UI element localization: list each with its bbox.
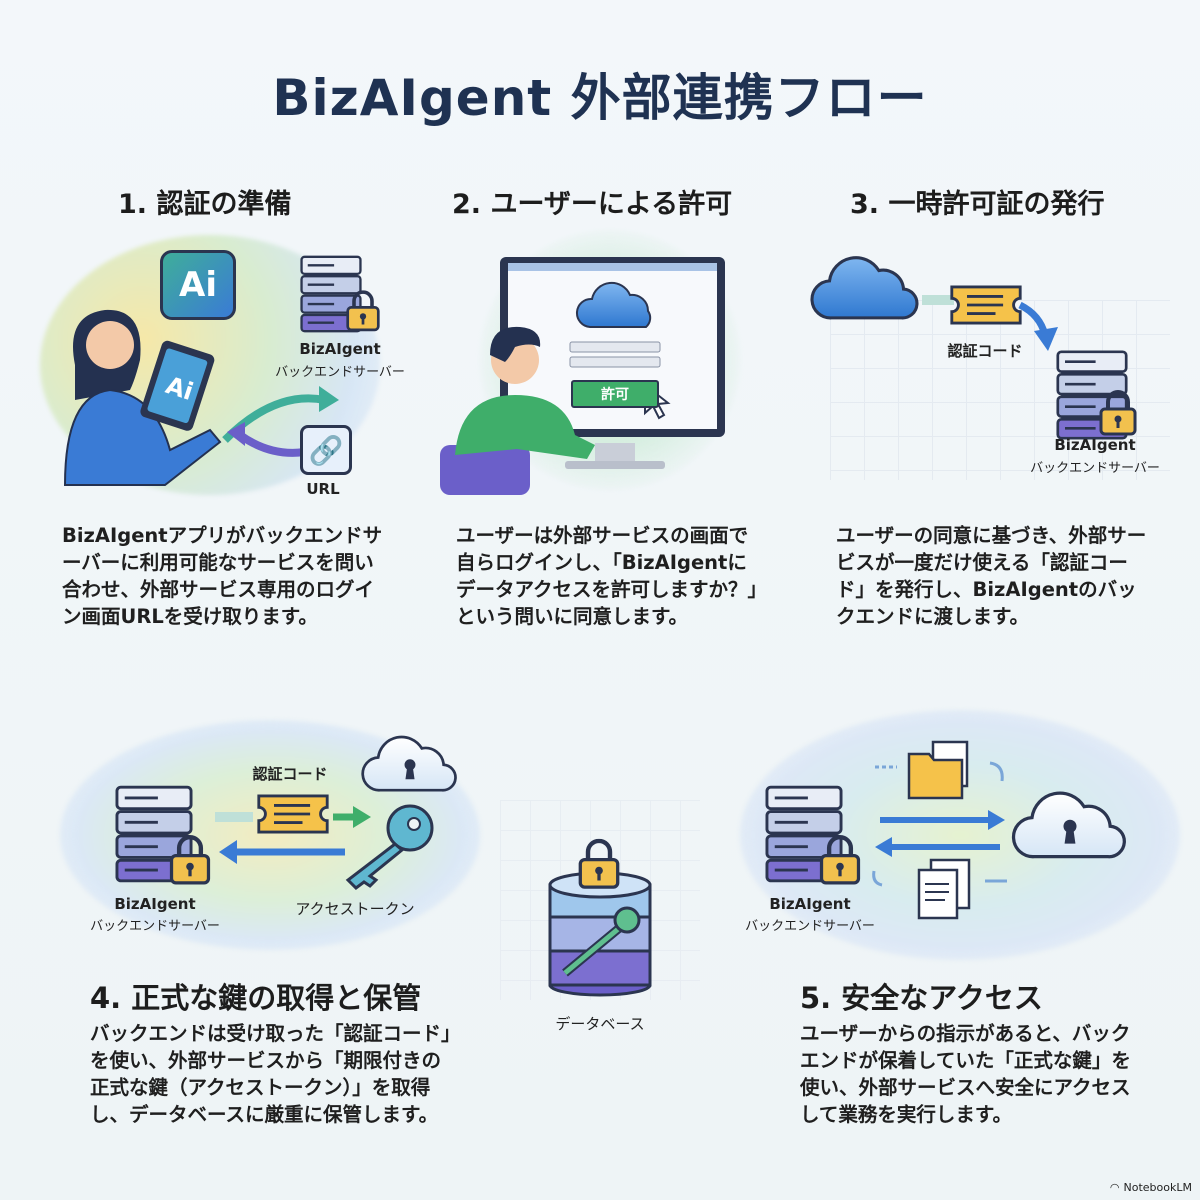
lock-icon [1098,390,1138,436]
server-name: BizAIgent [299,340,381,358]
watermark-text: NotebookLM [1123,1181,1192,1194]
server-subtitle: バックエンドサーバー [745,919,875,934]
cloud-lock-icon [360,730,460,794]
monitor-illustration [440,257,725,495]
lock-icon [577,838,621,890]
watermark: ◠ NotebookLM [1110,1181,1192,1194]
data-exchange-arrows [872,761,1007,887]
database-label: データベース [555,1015,645,1033]
app-icon: Ai [160,250,236,320]
lock-icon [168,835,212,885]
lock-icon [818,835,862,885]
exchange-arrows [215,806,371,864]
server-name: BizAIgent [769,895,851,913]
step-3-description: ユーザーの同意に基づき、外部サービスが一度だけ使える「認証コード」を発行し、Bi… [836,524,1147,628]
access-token-key-icon [345,804,434,890]
allow-button-label: 許可 [601,387,629,403]
auth-code-ticket-icon [948,283,1024,327]
step-5-heading: 5. 安全なアクセス [800,981,1043,1015]
arrow-icon [922,295,1058,351]
server-subtitle: バックエンドサーバー [1030,461,1160,476]
step-2-description: ユーザーは外部サービスの画面で自らログインし、「BizAIgentにデータアクセ… [456,524,758,628]
access-token-label: アクセストークン [295,900,415,918]
cloud-lock-icon [1010,785,1130,861]
auth-code-label: 認証コード [947,342,1023,360]
allow-button[interactable]: 許可 [571,380,659,408]
url-label: URL [306,480,340,498]
step-1-heading: 1. 認証の準備 [118,189,292,220]
notebooklm-logo-icon: ◠ [1109,1181,1120,1194]
step-2-heading: 2. ユーザーによる許可 [452,189,733,220]
app-icon-text: Ai [179,265,217,305]
server-subtitle: バックエンドサーバー [90,919,220,934]
cloud-icon [810,256,919,320]
folder-icon [907,740,969,800]
link-icon: 🔗 [300,425,352,475]
step-4-description: バックエンドは受け取った「認証コード」を使い、外部サービスから「期限付きの正式な… [90,1022,451,1126]
step-1-description: BizAIgentアプリがバックエンドサーバーに利用可能なサービスを問い合わせ、… [62,524,383,628]
step-4-heading: 4. 正式な鍵の取得と保管 [90,981,422,1015]
page-title: BizAIgent 外部連携フロー [272,69,928,127]
server-subtitle: バックエンドサーバー [275,365,405,380]
document-icon [917,858,971,920]
auth-code-label: 認証コード [252,765,328,783]
person-with-tablet-illustration: Ai [63,309,222,486]
step-5-description: ユーザーからの指示があると、バックエンドが保着していた「正式な鍵」を使い、外部サ… [800,1022,1131,1126]
server-name: BizAIgent [114,895,196,913]
lock-icon [345,290,381,332]
server-name: BizAIgent [1054,436,1136,454]
step-3-heading: 3. 一時許可証の発行 [850,189,1105,220]
database-icon [548,871,652,997]
